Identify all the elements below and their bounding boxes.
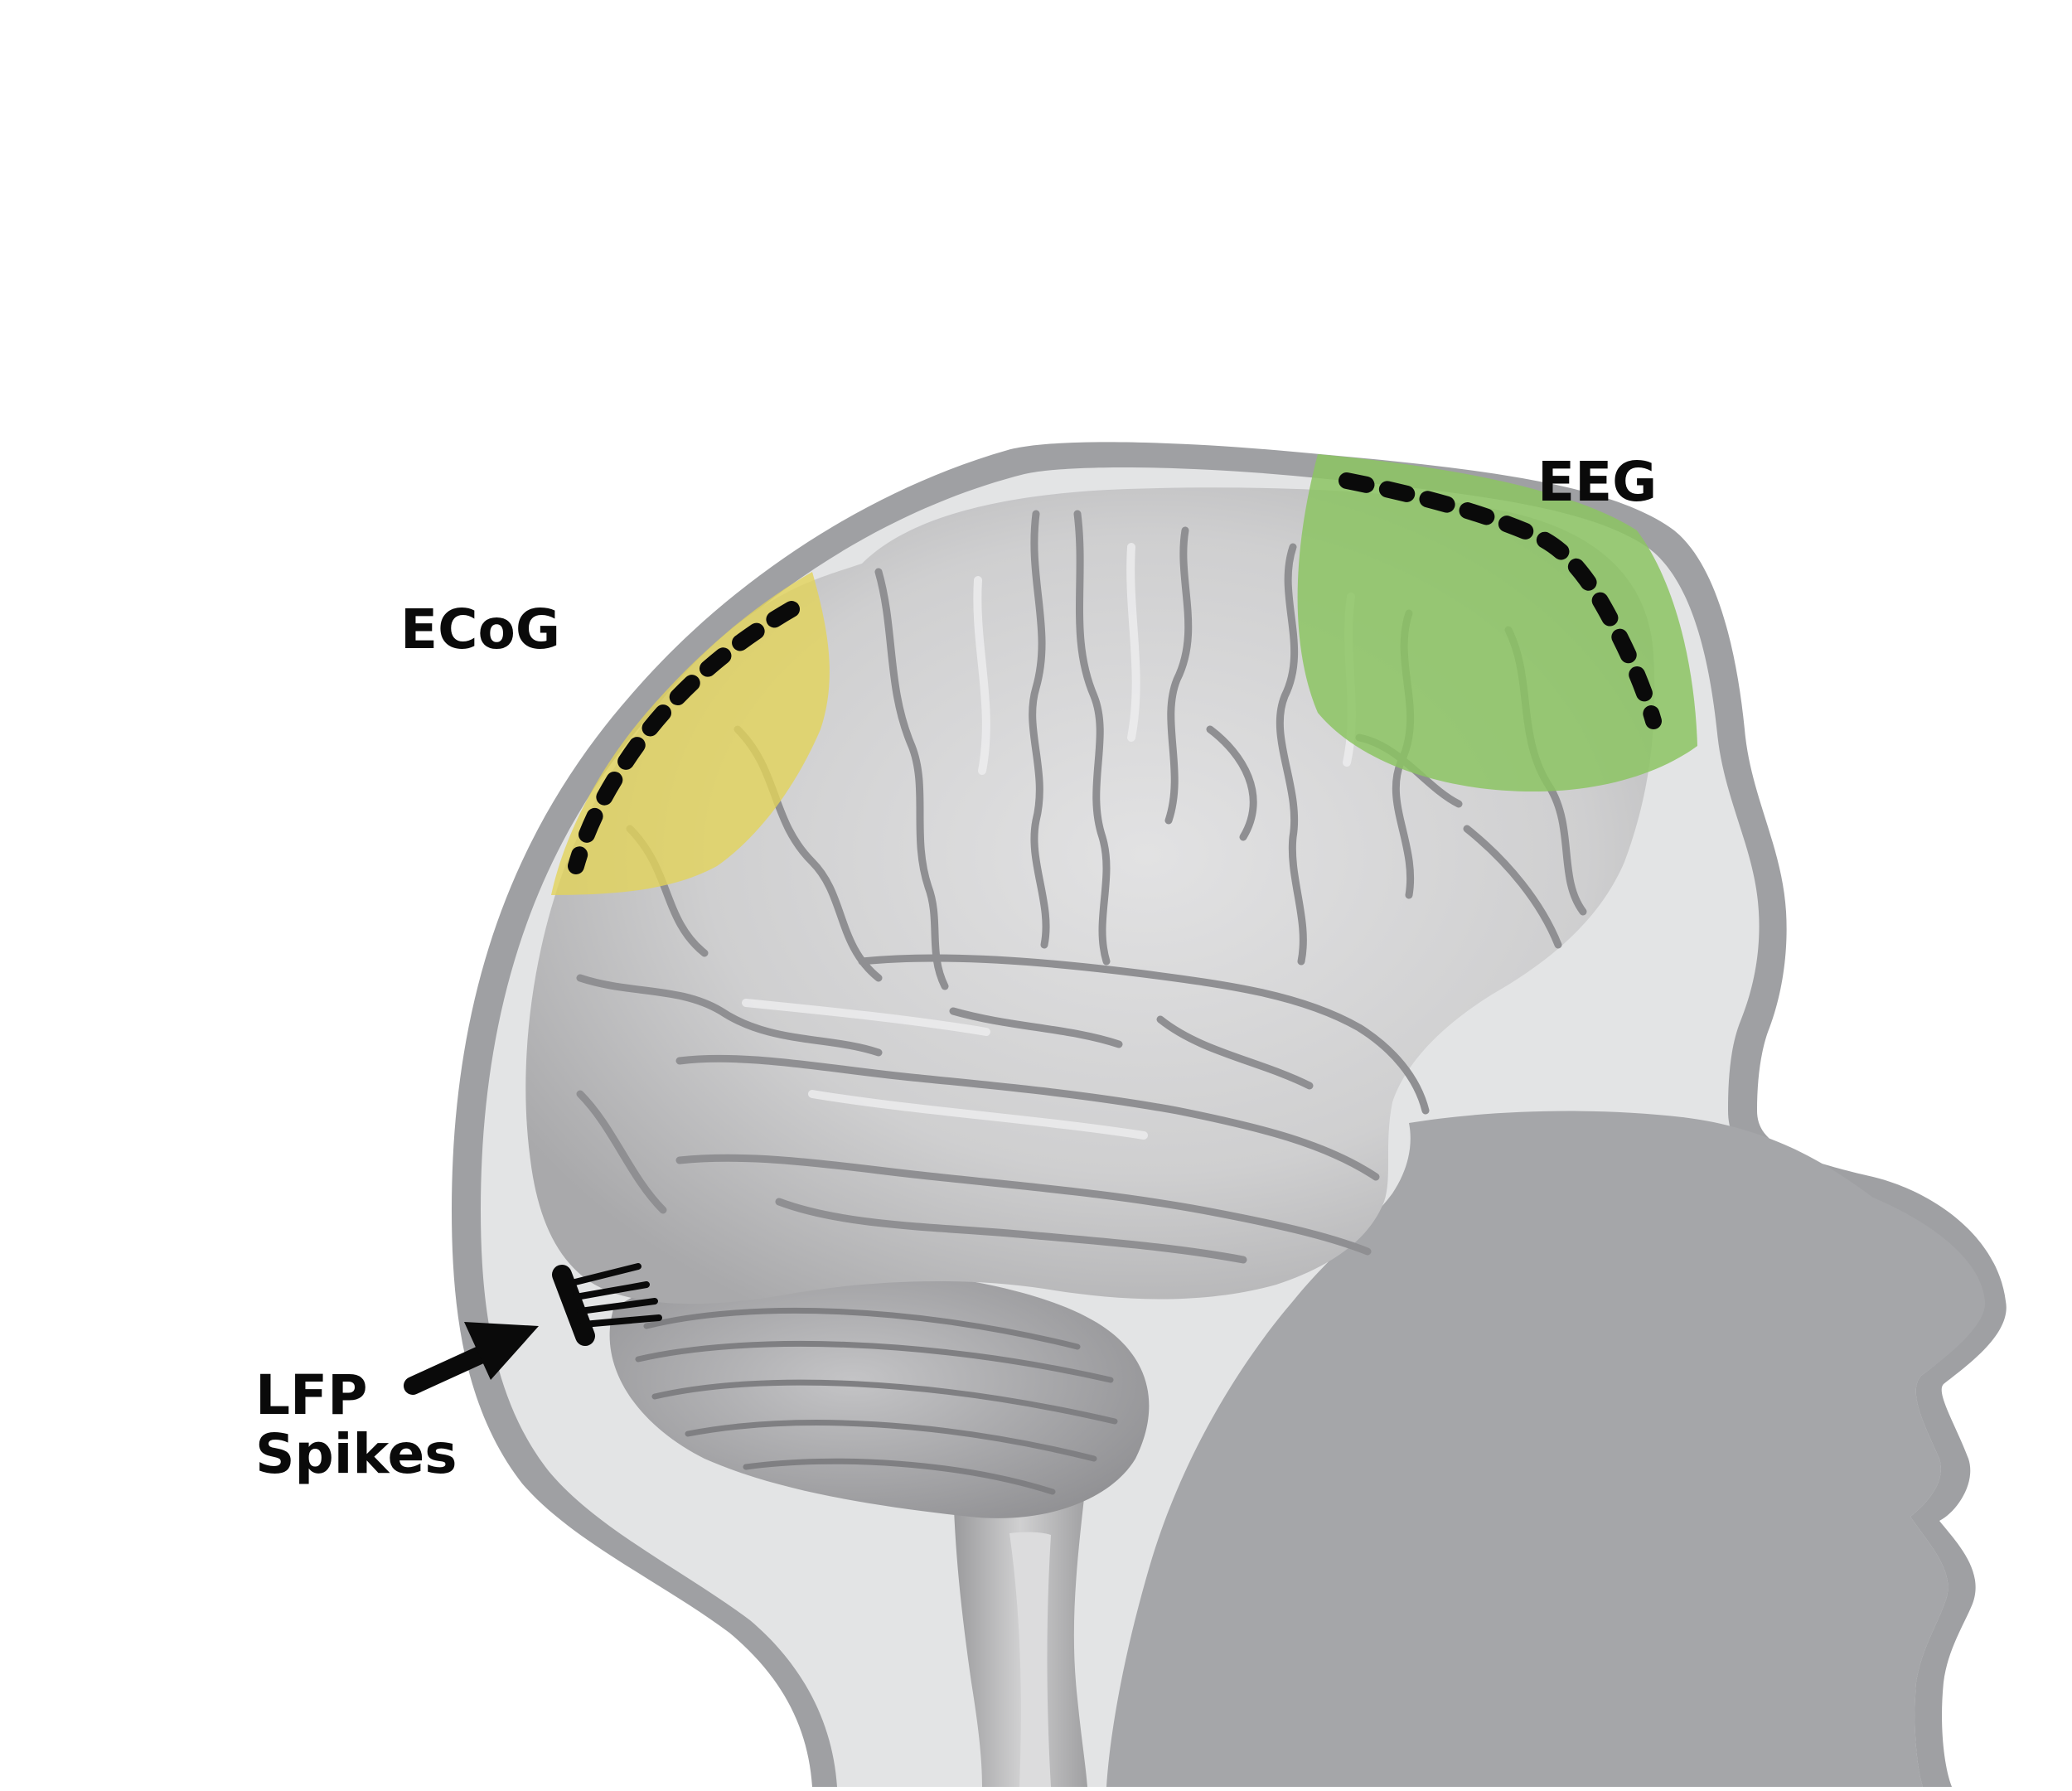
lfp-spikes-label: LFP Spikes — [255, 1366, 457, 1484]
ecog-electrode-strip — [568, 601, 800, 874]
lfp-arrow — [404, 1322, 539, 1395]
ecog-highlight-area — [551, 572, 830, 895]
arrow-head-icon — [464, 1322, 539, 1380]
eeg-highlight-area — [1297, 454, 1697, 791]
spinal-cord-highlight — [1009, 1532, 1051, 1787]
ecog-region — [551, 572, 830, 895]
arrow-shaft — [404, 1342, 498, 1395]
eeg-region — [1297, 454, 1697, 791]
cerebellum-folia — [635, 1307, 1118, 1495]
lfp-label-line1: LFP — [255, 1363, 368, 1427]
ecog-label: ECoG — [400, 598, 561, 661]
lfp-label-line2: Spikes — [255, 1422, 457, 1487]
eeg-label: EEG — [1537, 450, 1658, 514]
face-silhouette — [1106, 1111, 1986, 1787]
eeg-electrode-strip — [1339, 472, 1662, 729]
probe-shanks — [569, 1263, 662, 1328]
lfp-probe — [552, 1263, 662, 1346]
